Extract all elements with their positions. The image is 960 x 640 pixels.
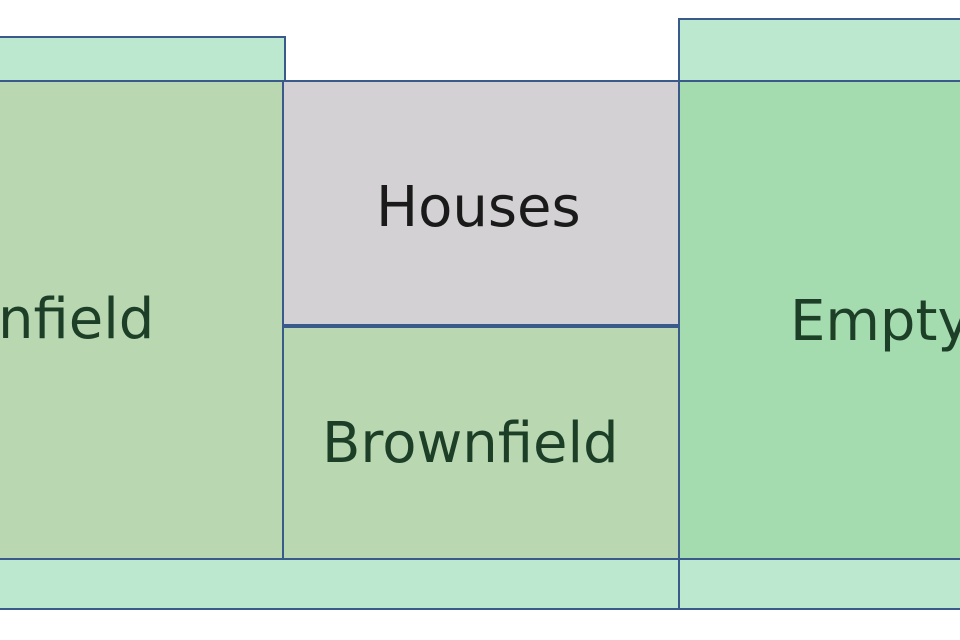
bottom-strip-left [0,558,680,610]
center-brownfield-plot [282,326,680,560]
right-plot-label: Empty [790,289,960,354]
center-plot-label: Brownfield [322,411,619,476]
left-top-strip [0,36,286,84]
right-empty-plot [678,80,960,560]
right-top-strip [678,18,960,84]
houses-label: Houses [376,175,581,240]
bottom-strip-right [678,558,960,610]
left-plot-label: nfield [0,287,155,352]
left-brownfield-plot [0,80,284,560]
houses-plot [282,80,680,326]
